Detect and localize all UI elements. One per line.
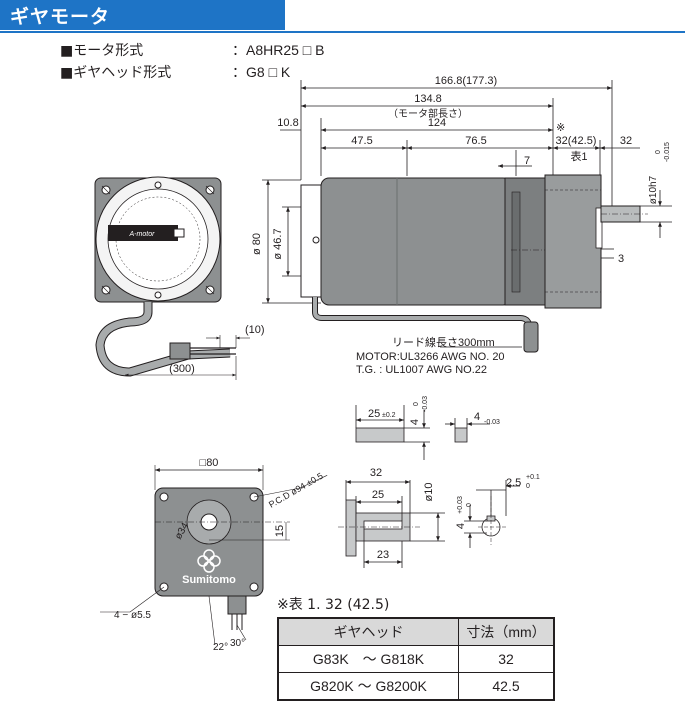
front-square: □80 bbox=[200, 457, 219, 469]
dim-gear-length: 32(42.5) bbox=[556, 135, 597, 147]
table1-cell-gearhead: G83K ～ G818K bbox=[277, 645, 459, 673]
spec-gearhead-label: ■ギヤヘッド形式 bbox=[60, 65, 172, 81]
shaft-key-span: 25 bbox=[372, 489, 384, 501]
dim-motor-length-note: （モータ部長さ） bbox=[388, 107, 468, 120]
key-len-tol: ±0.2 bbox=[382, 412, 396, 419]
dim-body-length: 124 bbox=[428, 117, 446, 129]
table1-header-gearhead: ギヤヘッド bbox=[277, 617, 459, 646]
dim-cable-length: (300) bbox=[169, 363, 195, 375]
front-view bbox=[100, 465, 328, 646]
spec-motor-label: ■モータ形式 bbox=[60, 43, 144, 59]
table-row: G820K ～ G8200K 42.5 bbox=[277, 672, 555, 701]
tg-wire: T.G. : UL1007 AWG NO.22 bbox=[356, 364, 487, 376]
table1-header-dimension: 寸法（mm） bbox=[458, 617, 555, 646]
spec-motor: ■モータ形式 ：A8HR25 □ B bbox=[60, 40, 325, 60]
keyway-d-tol-top: +0.1 bbox=[526, 474, 540, 481]
front-offset: 15 bbox=[274, 525, 286, 537]
dim-dia-80: ø 80 bbox=[251, 233, 263, 255]
front-pcd: P.C.D ø94 ±0.5 bbox=[267, 471, 325, 510]
dim-strip-length: (10) bbox=[245, 324, 265, 336]
rear-view bbox=[94, 176, 250, 380]
key-h-tol-top: 0 bbox=[413, 402, 420, 406]
table1: ギヤヘッド 寸法（mm） G83K ～ G818K 32 G820K ～ G82… bbox=[277, 617, 555, 701]
dim-shaft-dia: ø10h7 bbox=[648, 175, 659, 204]
motor-wire: MOTOR:UL3266 AWG NO. 20 bbox=[356, 351, 505, 363]
keyway-tol-top: +0.03 bbox=[457, 496, 464, 514]
dim-motor-length: 134.8 bbox=[414, 93, 442, 105]
front-brand: Sumitomo bbox=[182, 574, 236, 586]
key-w-tol: -0.03 bbox=[484, 419, 500, 426]
dim-seg-right: 76.5 bbox=[465, 135, 486, 147]
dim-seg-left: 47.5 bbox=[351, 135, 372, 147]
dim-shaft-tol-top: 0 bbox=[655, 150, 662, 154]
key-detail bbox=[355, 405, 490, 460]
spec-gearhead: ■ギヤヘッド形式 ：G8 □ K bbox=[60, 62, 290, 82]
keyway-w: 4 bbox=[455, 523, 467, 529]
lead-length: リード線長さ300mm bbox=[392, 335, 495, 349]
shaft-dia: ø10 bbox=[423, 483, 435, 502]
key-w: 4 bbox=[474, 411, 480, 423]
shaft-detail bbox=[338, 480, 520, 568]
rear-label: A-motor bbox=[129, 231, 156, 238]
page-title: ギヤモータ bbox=[10, 6, 111, 28]
spec-gearhead-value: ：G8 □ K bbox=[232, 64, 291, 80]
front-holes: 4 − ø5.5 bbox=[114, 610, 151, 621]
dim-flange-offset: 10.8 bbox=[277, 117, 298, 129]
key-h-tol-bottom: -0.03 bbox=[422, 396, 429, 412]
dim-key-depth: 3 bbox=[618, 253, 624, 265]
table1-cell-gearhead: G820K ～ G8200K bbox=[277, 672, 459, 701]
dim-key-length: 7 bbox=[524, 155, 530, 167]
side-view bbox=[262, 80, 672, 304]
spec-motor-value: ：A8HR25 □ B bbox=[232, 42, 325, 58]
keyway-tol-bottom: 0 bbox=[466, 503, 473, 507]
table1-title: ※表 1. 32 (42.5) bbox=[277, 597, 390, 613]
motor-body bbox=[300, 174, 648, 353]
dim-shaft-tol-bottom: -0.015 bbox=[664, 142, 671, 162]
dim-overall-length: 166.8(177.3) bbox=[435, 75, 497, 87]
table-row: G83K ～ G818K 32 bbox=[277, 645, 555, 673]
shaft-flat: 23 bbox=[377, 549, 389, 561]
front-angle2: 30° bbox=[230, 638, 245, 649]
header-bar: ギヤモータ bbox=[0, 0, 285, 30]
keyway-d-tol-bottom: 0 bbox=[526, 483, 530, 490]
table1-cell-dimension: 32 bbox=[458, 645, 555, 673]
note-mark: ※ bbox=[556, 122, 565, 134]
header-rule bbox=[0, 31, 685, 33]
dim-dia-467: ø 46.7 bbox=[272, 228, 284, 259]
keyway-d: 2.5 bbox=[506, 477, 521, 489]
shaft-total: 32 bbox=[370, 467, 382, 479]
key-len: 25 bbox=[368, 408, 380, 420]
key-h: 4 bbox=[409, 419, 421, 425]
front-angle1: 22° bbox=[213, 642, 228, 653]
table1-cell-dimension: 42.5 bbox=[458, 672, 555, 701]
dim-shaft-length: 32 bbox=[620, 135, 632, 147]
table-ref: 表1 bbox=[570, 149, 587, 163]
